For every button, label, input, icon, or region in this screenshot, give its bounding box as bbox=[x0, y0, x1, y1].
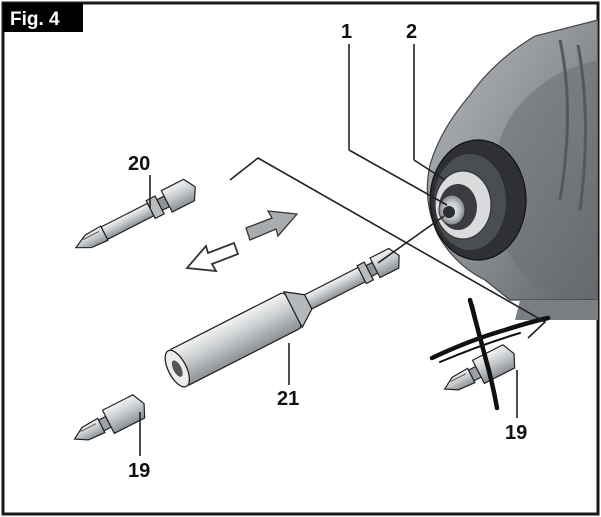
callout-21: 21 bbox=[277, 388, 299, 410]
callout-1: 1 bbox=[341, 21, 352, 43]
figure-label: Fig. 4 bbox=[3, 3, 83, 32]
impact-driver-icon bbox=[426, 19, 598, 320]
screwdriver-bit-19-right-icon bbox=[443, 344, 516, 391]
leader-lines bbox=[139, 44, 547, 456]
cross-out-icon bbox=[429, 297, 551, 411]
callout-19-left: 19 bbox=[128, 460, 150, 482]
callout-19-right: 19 bbox=[505, 422, 527, 444]
screwdriver-bit-20-icon bbox=[74, 178, 196, 249]
callout-20: 20 bbox=[128, 153, 150, 175]
figure-tag-text: Fig. 4 bbox=[10, 9, 60, 30]
bit-holder-21-icon bbox=[164, 247, 400, 388]
callout-2: 2 bbox=[406, 21, 417, 43]
insert-remove-arrows-icon bbox=[185, 210, 299, 273]
screwdriver-bit-19-left-icon bbox=[73, 394, 146, 441]
